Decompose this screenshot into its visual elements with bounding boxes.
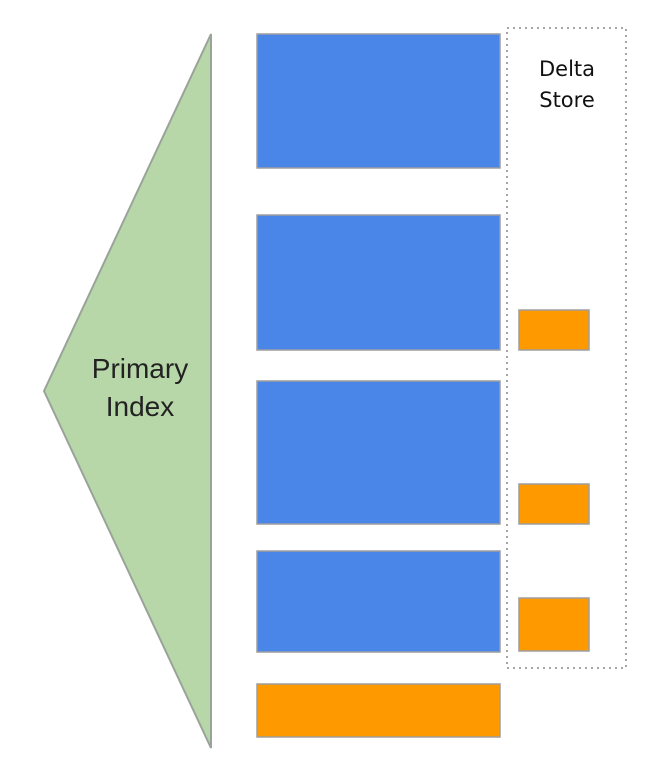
main-block-1	[256, 33, 501, 169]
delta-block-1	[518, 309, 590, 351]
primary-index-label-line-1: Primary	[91, 353, 189, 384]
pending-delta-block	[256, 683, 501, 738]
delta-store-label-line-1: Delta	[538, 57, 596, 81]
primary-index-triangle	[42, 33, 212, 749]
delta-block-3	[518, 597, 590, 652]
delta-store-boundary	[506, 27, 627, 669]
delta-block-2	[518, 483, 590, 525]
primary-index-label-line-2: Index	[105, 391, 175, 422]
main-block-4	[256, 550, 501, 653]
main-block-2	[256, 214, 501, 351]
main-block-3	[256, 380, 501, 525]
primary-index-label: Primary Index	[70, 350, 210, 426]
delta-store-label-line-2: Store	[539, 88, 595, 112]
delta-store-label: Delta Store	[509, 54, 625, 116]
